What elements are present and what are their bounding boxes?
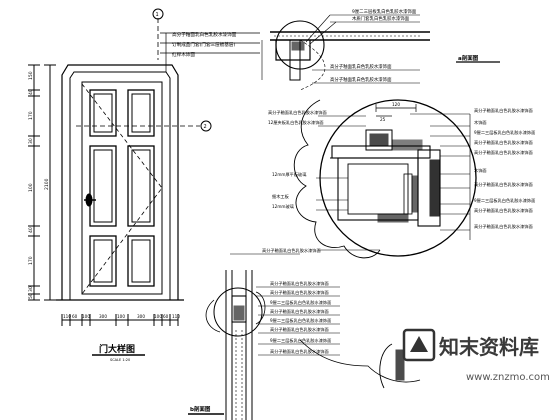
watermark-logo-mark-icon [410, 336, 428, 352]
detail-left-note-5: 高分子釉面乳白色乳胶水漆饰面 [262, 247, 321, 254]
dim-bottom-0: 110 [63, 314, 71, 319]
detail-dim-0: 120 [392, 102, 400, 107]
text-layer: 高分子釉面乳白色乳胶水漆饰面 订制成品门套(门套三层板基层) 红榉木饰面 1 2… [28, 8, 535, 413]
sec-b-note-7: 高分子釉面乳白色乳胶水漆饰面 [270, 348, 329, 355]
sec-b-note-5: 高分子釉面乳白色乳胶水漆饰面 [270, 326, 329, 333]
sec-a-note-3: 高分子釉面乳白色乳胶水漆饰面 [330, 76, 392, 83]
dim-bottom-8: 110 [172, 314, 180, 319]
door-title: 门大样图 [99, 343, 135, 355]
dim-left-4: 100 [28, 183, 34, 192]
dim-bottom-3: 300 [99, 314, 107, 319]
sec-b-note-6: 9厘二三层板乳白色乳胶水漆饰面 [270, 337, 331, 344]
dim-left-0: 150 [28, 71, 34, 80]
detail-right-note-1: 木饰面 [474, 119, 487, 126]
sec-b-note-3: 高分子釉面乳白色乳胶水漆饰面 [270, 308, 329, 315]
sec-a-note-0: 9厘二三层板乳白色乳胶水漆饰面 [352, 8, 417, 15]
detail-right-note-8: 高分子釉面乳白色乳胶水漆饰面 [474, 207, 533, 214]
sec-b-note-4: 9厘二三层板乳白色乳胶水漆饰面 [270, 317, 331, 324]
dim-left-8: 40 [28, 227, 34, 233]
detail-right-note-7: 9厘二三层板乳白色乳胶水漆饰面 [474, 197, 535, 204]
dim-bottom-4: 100 [117, 314, 125, 319]
watermark: 知末资料库 www.znzmo.com [402, 328, 550, 383]
dim-bottom-1: 60 [72, 314, 78, 319]
detail-circle [230, 99, 477, 259]
door-note-1: 高分子釉面乳白色乳胶水漆饰面 [172, 31, 237, 38]
detail-right-note-6: 高分子釉面乳白色乳胶水漆饰面 [474, 181, 533, 188]
section-a-title: a剖面图 [458, 54, 479, 62]
detail-left-note-1: 12厘夹板乳白色乳胶水漆饰面 [268, 119, 324, 126]
sec-b-note-1: 高分子釉面乳白色乳胶水漆饰面 [270, 289, 329, 296]
dim-left-9: 50 [28, 293, 34, 299]
detail-left-note-2: 12mm厚平板玻璃 [272, 171, 306, 178]
dim-left-5: 2100 [44, 178, 50, 190]
dim-bottom-5: 300 [137, 314, 145, 319]
sec-a-note-2: 高分子釉面乳白色乳胶水漆饰面 [330, 63, 392, 70]
door-scale: SCALE 1:20 [110, 358, 130, 362]
detail-right-note-4: 高分子釉面乳白色乳胶水漆饰面 [474, 149, 533, 156]
sec-a-note-1: 木质门套乳白色乳胶水漆饰面 [352, 15, 410, 22]
section-b-title: b剖面图 [190, 405, 211, 413]
dim-left-3: 30 [28, 138, 34, 144]
dim-left-7: 30 [28, 286, 34, 292]
detail-right-note-3: 高分子釉面乳白色乳胶水漆饰面 [474, 139, 533, 146]
section-b-detail [188, 270, 421, 420]
detail-left-note-4: 12mm玻璃 [272, 203, 294, 210]
watermark-url: www.znzmo.com [466, 372, 550, 383]
dim-left-6: 170 [28, 256, 34, 265]
detail-right-note-5: 木饰面 [474, 167, 487, 174]
dim-bottom-6: 100 [154, 314, 162, 319]
detail-right-note-2: 9厘二三层板乳白色乳胶水漆饰面 [474, 129, 535, 136]
dim-bottom-7: 60 [163, 314, 169, 319]
detail-dim-1: 25 [380, 117, 386, 122]
door-note-2: 订制成品门套(门套三层板基层) [172, 41, 236, 48]
detail-right-note-9: 高分子釉面乳白色乳胶水漆饰面 [474, 223, 533, 230]
section-marker-b: 2 [204, 124, 207, 130]
detail-left-note-0: 高分子釉面乳白色乳胶水漆饰面 [268, 109, 327, 116]
detail-right-note-0: 高分子釉面乳白色乳胶水漆饰面 [474, 107, 533, 114]
section-marker-a: 1 [156, 12, 159, 18]
watermark-text: 知末资料库 [439, 335, 539, 359]
dim-left-1: 40 [28, 89, 34, 95]
sec-b-note-2: 9厘二三层板乳白色乳胶水漆饰面 [270, 299, 331, 306]
detail-left-note-3: 细木工板 [272, 193, 290, 200]
door-note-3: 红榉木饰面 [172, 51, 195, 58]
door-elevation [28, 8, 260, 356]
dim-bottom-2: 100 [82, 314, 90, 319]
section-a-plan [261, 14, 500, 91]
dim-left-2: 170 [28, 111, 34, 120]
sec-b-note-0: 高分子釉面乳白色乳胶水漆饰面 [270, 280, 329, 287]
